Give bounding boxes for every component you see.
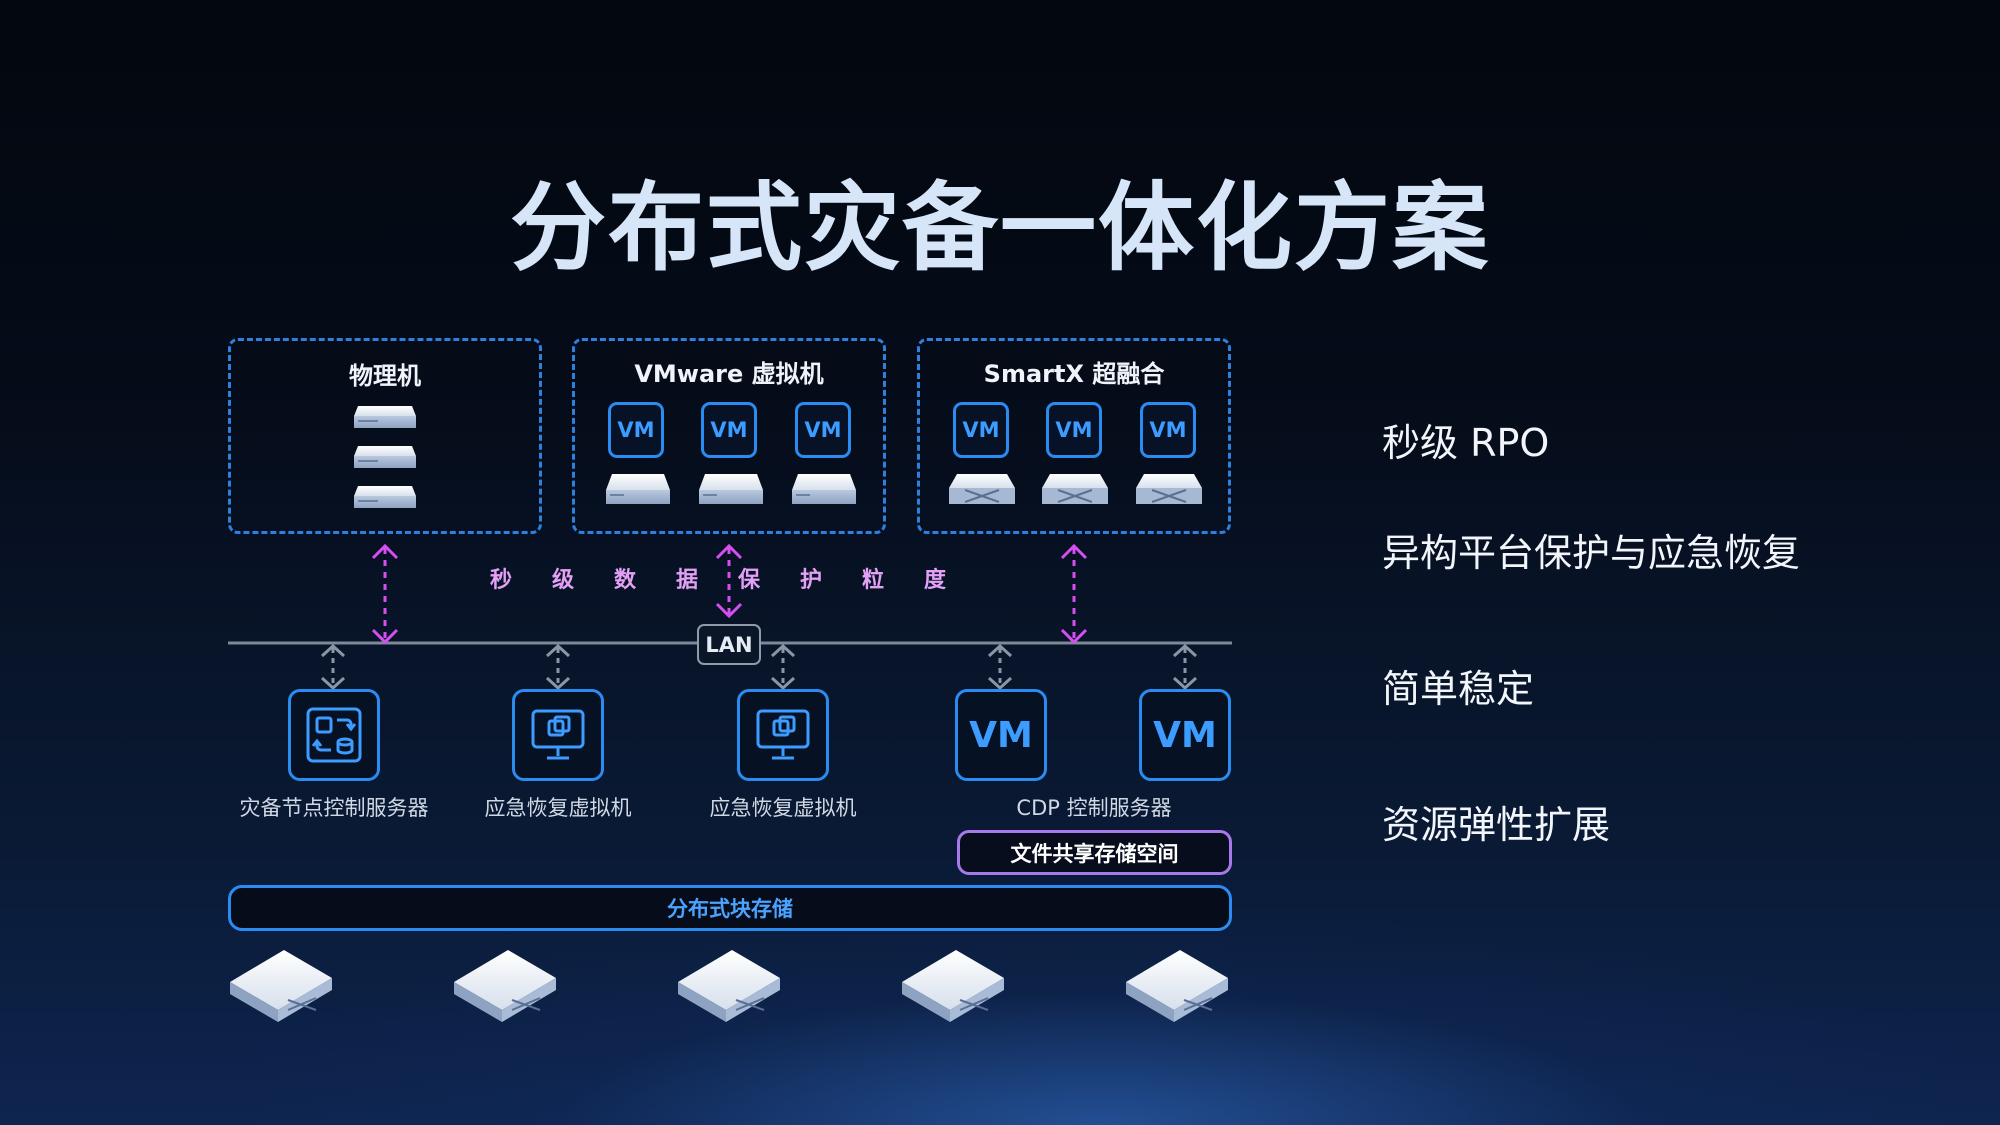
smartx-node-server-icon (949, 474, 1015, 504)
magenta-sync-arrow (1060, 543, 1088, 645)
vmware-host-server-icon (699, 474, 763, 504)
smartx-hci-label: SmartX 超融合 (983, 360, 1165, 388)
recovery-vm-monitor-icon (531, 709, 585, 760)
vmware-host-server-icon (792, 474, 856, 504)
lan-badge: LAN (697, 624, 761, 665)
dr-controller-icon (306, 707, 362, 763)
cdp-server-label: CDP 控制服务器 (1016, 796, 1172, 820)
smartx-node-server-icon (1136, 474, 1202, 504)
cdp-vm-badge: VM (1153, 714, 1217, 756)
storage-node-icon (454, 950, 556, 1022)
vmware-vm-badge: VM (701, 402, 757, 458)
storage-node-icon (902, 950, 1004, 1022)
cdp-vm-node[interactable]: VM (1139, 689, 1231, 781)
recovery-vm-monitor-icon (756, 709, 810, 760)
cdp-vm-node[interactable]: VM (955, 689, 1047, 781)
storage-node-icon (678, 950, 780, 1022)
recovery-vm-label: 应急恢复虚拟机 (709, 796, 857, 820)
vmware-vm-label: VMware 虚拟机 (634, 360, 824, 388)
magenta-sync-arrow (371, 543, 399, 645)
grey-link-arrow (320, 643, 346, 691)
feature-item: 秒级 RPO (1382, 421, 1550, 465)
grey-link-arrow (987, 643, 1013, 691)
smartx-vm-badge: VM (953, 402, 1009, 458)
cdp-vm-badge: VM (969, 714, 1033, 756)
recovery-vm-node[interactable] (512, 689, 604, 781)
grey-link-arrow (770, 643, 796, 691)
feature-item: 资源弹性扩展 (1382, 803, 1611, 847)
storage-node-icon (1126, 950, 1228, 1022)
smartx-vm-badge: VM (1046, 402, 1102, 458)
vmware-vm-group (572, 338, 886, 534)
smartx-node-server-icon (1042, 474, 1108, 504)
physical-machine-group (228, 338, 542, 534)
smartx-vm-badge: VM (1140, 402, 1196, 458)
dr-controller-node[interactable] (288, 689, 380, 781)
magenta-sync-arrow (715, 543, 743, 619)
grey-link-arrow (1172, 643, 1198, 691)
smartx-hci-group (917, 338, 1231, 534)
feature-item: 简单稳定 (1382, 667, 1535, 711)
recovery-vm-label: 应急恢复虚拟机 (484, 796, 632, 820)
recovery-vm-node[interactable] (737, 689, 829, 781)
feature-item: 异构平台保护与应急恢复 (1382, 531, 1801, 575)
physical-machine-label: 物理机 (349, 362, 421, 390)
physical-server-stack-icon (354, 406, 416, 508)
dr-controller-label: 灾备节点控制服务器 (239, 796, 429, 820)
network-connections (228, 543, 1232, 691)
grey-link-arrow (545, 643, 571, 691)
file-share-storage[interactable]: 文件共享存储空间 (957, 830, 1232, 875)
distributed-block-storage[interactable]: 分布式块存储 (228, 885, 1232, 931)
data-protection-granularity-label: 秒级数据保护粒度 (490, 568, 987, 593)
vmware-vm-badge: VM (608, 402, 664, 458)
vmware-vm-badge: VM (795, 402, 851, 458)
page-title: 分布式灾备一体化方案 (510, 172, 1490, 284)
vmware-host-server-icon (606, 474, 670, 504)
storage-node-icon (230, 950, 332, 1022)
